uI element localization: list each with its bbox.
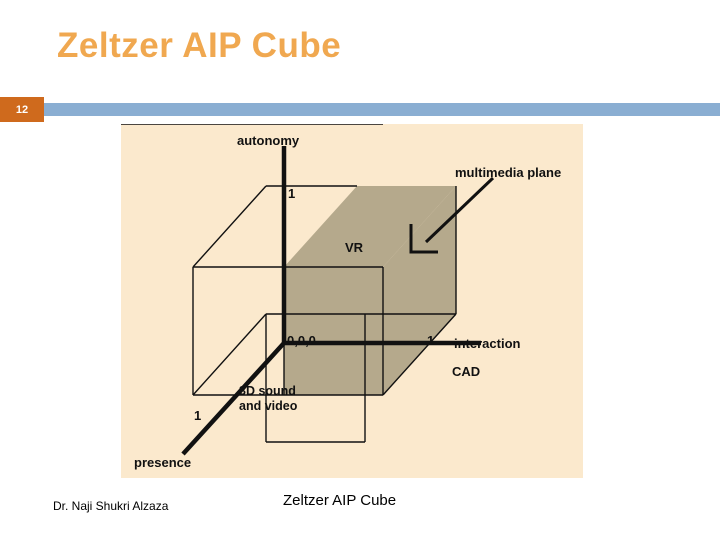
presence-tick-label: 1: [194, 408, 201, 423]
interaction-tick-label: 1: [427, 333, 434, 348]
axis-label-autonomy: autonomy: [237, 133, 300, 148]
multimedia-plane-label: multimedia plane: [455, 165, 561, 180]
cube-back-edges: [121, 124, 457, 443]
multimedia-plane-leader: [409, 176, 495, 254]
footer-author: Dr. Naji Shukri Alzaza: [53, 499, 169, 513]
cube-top-face: [284, 186, 456, 267]
axis-label-interaction: interaction: [454, 336, 521, 351]
figure-caption: Zeltzer AIP Cube: [283, 492, 397, 509]
sound-video-label-line1: 3D sound: [239, 384, 296, 398]
aip-cube-diagram: autonomy interaction presence multimedia…: [121, 124, 561, 470]
cube-axes: [181, 146, 481, 456]
cube-front-face: [284, 267, 383, 395]
aip-cube-figure: autonomy interaction presence multimedia…: [121, 124, 583, 478]
header-divider: [44, 103, 720, 116]
vr-label: VR: [345, 240, 364, 255]
sound-video-label-line2: and video: [239, 399, 298, 413]
slide-number-badge: 12: [0, 97, 44, 122]
cad-label: CAD: [452, 364, 480, 379]
axis-label-presence: presence: [134, 455, 191, 470]
autonomy-tick-label: 1: [288, 186, 295, 201]
page-title: Zeltzer AIP Cube: [57, 26, 342, 65]
origin-label: 0,0,0: [287, 333, 316, 348]
